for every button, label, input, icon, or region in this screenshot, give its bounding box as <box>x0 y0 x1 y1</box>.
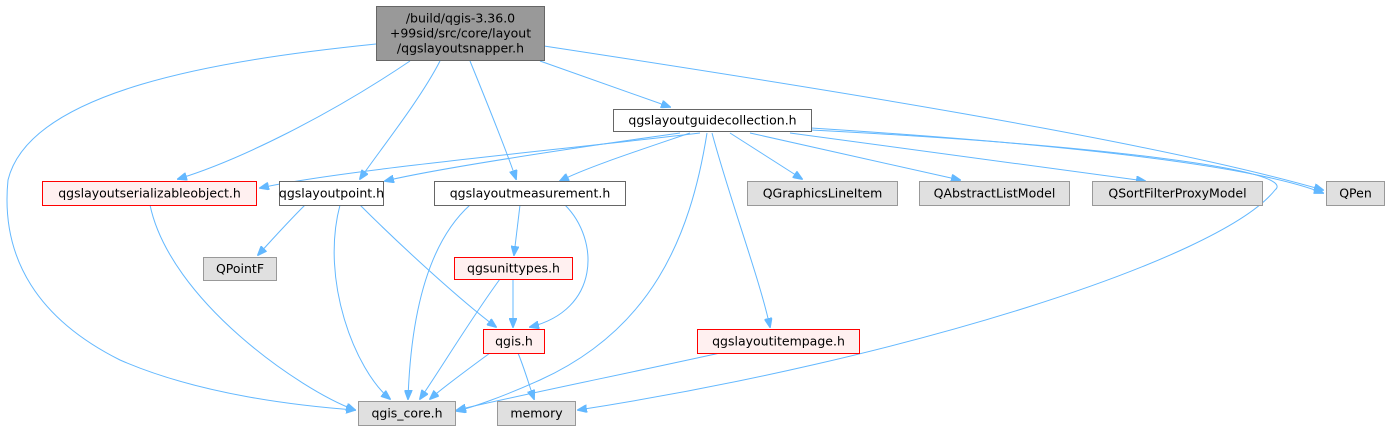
node-root[interactable]: /build/qgis-3.36.0+99sid/src/core/layout… <box>376 6 545 61</box>
node-label-measurement: qgslayoutmeasurement.h <box>450 186 611 201</box>
node-label-unittypes: qgsunittypes.h <box>467 261 560 276</box>
node-serializable[interactable]: qgslayoutserializableobject.h <box>42 181 257 206</box>
edge-unittypes-to-core <box>420 278 501 399</box>
node-box-qgis <box>483 329 545 354</box>
node-box-abstractlistmodel <box>919 181 1070 206</box>
node-label-qpointf: QPointF <box>216 261 264 276</box>
node-box-sortfilter <box>1092 181 1263 206</box>
node-memory[interactable]: memory <box>497 401 576 426</box>
node-label-graphicslineitem: QGraphicsLineItem <box>763 186 883 201</box>
edge-guidecollection-to-sortfilter <box>789 132 1145 181</box>
node-label-qpen: QPen <box>1339 186 1372 201</box>
node-label-memory: memory <box>510 406 563 421</box>
node-box-serializable <box>42 181 257 206</box>
node-graphicslineitem[interactable]: QGraphicsLineItem <box>747 181 898 206</box>
node-box-graphicslineitem <box>747 181 898 206</box>
edges-layer <box>6 43 1323 411</box>
node-sortfilter[interactable]: QSortFilterProxyModel <box>1092 181 1263 206</box>
node-box-unittypes <box>454 257 573 280</box>
node-box-qpointf <box>203 257 277 281</box>
edge-qgis-to-core <box>430 352 491 399</box>
node-box-point <box>279 181 384 206</box>
edge-point-to-qgis <box>359 204 496 327</box>
node-unittypes[interactable]: qgsunittypes.h <box>454 257 573 280</box>
edge-guidecollection-to-measurement <box>560 132 691 181</box>
edge-root-to-measurement <box>469 60 516 179</box>
node-guidecollection[interactable]: qgslayoutguidecollection.h <box>613 109 812 132</box>
edge-root-to-core <box>6 43 377 410</box>
node-box-qpen <box>1326 181 1385 206</box>
node-box-core <box>358 401 456 426</box>
edge-guidecollection-to-memory <box>578 129 1278 410</box>
node-box-itempage <box>697 329 860 354</box>
node-core[interactable]: qgis_core.h <box>358 401 456 426</box>
node-box-root <box>376 6 545 61</box>
edge-point-to-core <box>333 204 390 399</box>
edge-guidecollection-to-point <box>385 132 681 181</box>
edge-guidecollection-to-serializable <box>260 132 701 188</box>
node-qpen[interactable]: QPen <box>1326 181 1385 206</box>
node-abstractlistmodel[interactable]: QAbstractListModel <box>919 181 1070 206</box>
edge-measurement-to-core <box>408 204 471 399</box>
edge-root-to-serializable <box>178 60 411 179</box>
edge-serializable-to-core <box>149 204 355 410</box>
node-label-root-line-3: /qgslayoutsnapper.h <box>397 41 524 56</box>
node-label-point: qgslayoutpoint.h <box>279 186 384 201</box>
node-measurement[interactable]: qgslayoutmeasurement.h <box>434 181 626 206</box>
node-label-guidecollection: qgslayoutguidecollection.h <box>628 113 796 128</box>
node-label-root-line-2: +99sid/src/core/layout <box>390 26 531 41</box>
node-label-itempage: qgslayoutitempage.h <box>712 334 845 349</box>
edge-root-to-guidecollection <box>539 60 670 107</box>
node-box-measurement <box>434 181 626 206</box>
node-label-sortfilter: QSortFilterProxyModel <box>1108 186 1246 201</box>
node-label-abstractlistmodel: QAbstractListModel <box>934 186 1056 201</box>
node-box-memory <box>497 401 576 426</box>
edge-guidecollection-to-core <box>457 132 708 411</box>
node-point[interactable]: qgslayoutpoint.h <box>279 181 384 206</box>
node-label-qgis: qgis.h <box>495 334 533 349</box>
edge-root-to-point <box>360 60 441 179</box>
node-label-root-line-1: /build/qgis-3.36.0 <box>406 11 515 26</box>
node-box-guidecollection <box>613 109 812 132</box>
edge-qgis-to-memory <box>517 352 534 399</box>
node-qgis[interactable]: qgis.h <box>483 329 545 354</box>
edge-measurement-to-qgis <box>530 204 589 327</box>
nodes-layer: /build/qgis-3.36.0+99sid/src/core/layout… <box>42 6 1385 426</box>
edge-guidecollection-to-itempage <box>711 132 770 327</box>
node-itempage[interactable]: qgslayoutitempage.h <box>697 329 860 354</box>
edge-point-to-qpointf <box>258 204 306 255</box>
edge-guidecollection-to-abstractlistmodel <box>749 132 960 180</box>
edge-measurement-to-unittypes <box>514 204 521 255</box>
node-label-core: qgis_core.h <box>371 406 442 421</box>
edge-guidecollection-to-graphicslineitem <box>729 132 802 179</box>
edge-root-to-qpen <box>543 45 1323 190</box>
edge-guidecollection-to-qpen <box>810 127 1323 193</box>
edge-itempage-to-core <box>457 352 721 410</box>
node-label-serializable: qgslayoutserializableobject.h <box>58 186 241 201</box>
node-qpointf[interactable]: QPointF <box>203 257 277 281</box>
